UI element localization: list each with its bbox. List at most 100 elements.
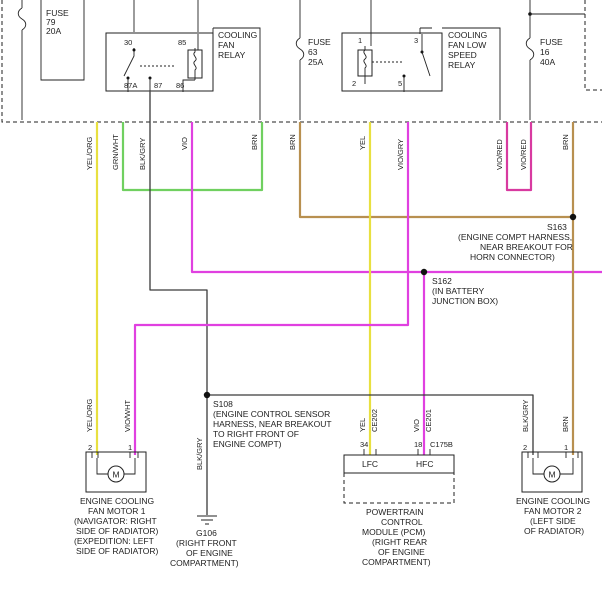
svg-text:COMPARTMENT): COMPARTMENT): [362, 557, 431, 567]
svg-text:OF ENGINE: OF ENGINE: [186, 548, 233, 558]
wire-blk-gry-s108: [207, 394, 534, 455]
wire-label-blk-gry: BLK/GRY: [138, 138, 147, 170]
motor1-pin-2: 2: [88, 443, 92, 452]
relay-pin-30: 30: [124, 38, 132, 47]
pcm-terminal-hfc: HFC: [416, 459, 433, 469]
svg-text:G106: G106: [196, 528, 217, 538]
svg-text:(NAVIGATOR: RIGHT: (NAVIGATOR: RIGHT: [74, 516, 157, 526]
splice-s162-label: S162 (IN BATTERY JUNCTION BOX): [432, 276, 498, 306]
wire-label-yel: YEL: [358, 136, 367, 150]
svg-text:ENGINE COOLING: ENGINE COOLING: [516, 496, 590, 506]
svg-text:(ENGINE COMPT HARNESS,: (ENGINE COMPT HARNESS,: [458, 232, 572, 242]
wire-brn-s163: [298, 122, 573, 219]
svg-text:(RIGHT REAR: (RIGHT REAR: [372, 537, 427, 547]
svg-text:M: M: [549, 470, 556, 480]
fuse-63-label: FUSE: [308, 37, 331, 47]
pcm-connector: C175B: [430, 440, 453, 449]
fuse-79: FUSE 79 20A: [17, 0, 85, 120]
splice-s108-dot: [203, 391, 211, 399]
relay-pin-87a: 87A: [124, 81, 137, 90]
svg-text:(LEFT SIDE: (LEFT SIDE: [530, 516, 576, 526]
junction-box-outline: [1, 0, 602, 123]
svg-text:FAN MOTOR 2: FAN MOTOR 2: [524, 506, 582, 516]
cooling-fan-relay: 30 85 87A 87 86 COOLING FAN RELAY: [105, 0, 261, 120]
svg-text:S162: S162: [432, 276, 452, 286]
wire-label-vio-red-2: VIO/RED: [519, 139, 528, 170]
motor1-symbol: [107, 465, 125, 483]
motor2-symbol: [543, 465, 561, 483]
svg-text:MODULE (PCM): MODULE (PCM): [362, 527, 425, 537]
svg-text:(RIGHT FRONT: (RIGHT FRONT: [176, 538, 237, 548]
svg-text:(ENGINE CONTROL SENSOR: (ENGINE CONTROL SENSOR: [213, 409, 330, 419]
fuse-16: FUSE 16 40A: [525, 0, 585, 120]
splice-s162-dot: [420, 268, 428, 276]
wire-label-vio: VIO: [180, 137, 189, 150]
svg-text:SIDE OF RADIATOR): SIDE OF RADIATOR): [76, 526, 159, 536]
lower-label-ce202: CE202: [370, 409, 379, 432]
pcm-pin-18: 18: [414, 440, 422, 449]
wires: [95, 92, 602, 515]
low-relay-pin-1: 1: [358, 36, 362, 45]
wire-label-brn-1: BRN: [250, 134, 259, 150]
svg-text:NEAR BREAKOUT FOR: NEAR BREAKOUT FOR: [480, 242, 573, 252]
pcm: 34 18 C175B LFC HFC POWERTRAIN CONTROL M…: [343, 440, 455, 567]
pcm-terminal-lfc: LFC: [362, 459, 378, 469]
splice-s163-label: S163 (ENGINE COMPT HARNESS, NEAR BREAKOU…: [458, 222, 573, 262]
svg-text:ENGINE COOLING: ENGINE COOLING: [80, 496, 154, 506]
wire-vio-red: [505, 122, 533, 192]
low-relay-pin-3: 3: [414, 36, 418, 45]
wire-label-grn-wht: GRN/WHT: [111, 134, 120, 170]
low-speed-relay-line-4: RELAY: [448, 60, 476, 70]
svg-text:(IN BATTERY: (IN BATTERY: [432, 286, 484, 296]
low-speed-relay-line-1: COOLING: [448, 30, 487, 40]
low-relay-pin-5: 5: [398, 79, 402, 88]
svg-text:CONTROL: CONTROL: [381, 517, 423, 527]
cooling-fan-relay-line-2: FAN: [218, 40, 235, 50]
svg-text:JUNCTION BOX): JUNCTION BOX): [432, 296, 498, 306]
lower-label-brn: BRN: [561, 416, 570, 432]
low-speed-relay-line-2: FAN LOW: [448, 40, 486, 50]
lower-label-yel: YEL: [358, 418, 367, 432]
fuse-16-label: FUSE: [540, 37, 563, 47]
lower-label-blk-gry-motor2: BLK/GRY: [521, 400, 530, 432]
wire-label-brn-3: BRN: [561, 134, 570, 150]
wire-label-vio-red-1: VIO/RED: [495, 139, 504, 170]
lower-label-vio: VIO: [412, 419, 421, 432]
motor2-pin-1: 1: [564, 443, 568, 452]
wire-label-brn-2: BRN: [288, 134, 297, 150]
svg-text:OF RADIATOR): OF RADIATOR): [524, 526, 584, 536]
lower-label-blk-gry-ground: BLK/GRY: [195, 438, 204, 470]
cooling-fan-relay-line-3: RELAY: [218, 50, 246, 60]
fuse-63-number: 63: [308, 47, 318, 57]
fuse-16-rating: 40A: [540, 57, 555, 67]
low-speed-relay-line-3: SPEED: [448, 50, 477, 60]
svg-text:FAN MOTOR 1: FAN MOTOR 1: [88, 506, 146, 516]
fuse-79-label: FUSE: [46, 8, 69, 18]
fuse-63: FUSE 63 25A: [295, 0, 331, 120]
svg-text:POWERTRAIN: POWERTRAIN: [366, 507, 423, 517]
svg-text:M: M: [113, 470, 120, 480]
relay-pin-86: 86: [176, 81, 184, 90]
svg-text:TO RIGHT FRONT OF: TO RIGHT FRONT OF: [213, 429, 299, 439]
lower-wire-labels: YEL/ORG VIO/WHT BLK/GRY YEL CE202 VIO CE…: [85, 398, 570, 470]
svg-text:S108: S108: [213, 399, 233, 409]
svg-text:S163: S163: [547, 222, 567, 232]
upper-wire-labels: YEL/ORG GRN/WHT BLK/GRY VIO BRN BRN YEL …: [85, 134, 570, 170]
pcm-pin-34: 34: [360, 440, 368, 449]
lower-label-vio-wht: VIO/WHT: [123, 400, 132, 432]
wire-label-yel-org: YEL/ORG: [85, 136, 94, 170]
low-speed-relay: 1 3 2 5 COOLING FAN LOW SPEED RELAY: [341, 0, 501, 120]
svg-text:(EXPEDITION: LEFT: (EXPEDITION: LEFT: [74, 536, 154, 546]
wire-label-vio-gry: VIO/GRY: [396, 139, 405, 170]
relay-pin-87: 87: [154, 81, 162, 90]
ground-g106: G106 (RIGHT FRONT OF ENGINE COMPARTMENT): [170, 515, 239, 568]
relay-pin-85: 85: [178, 38, 186, 47]
splice-s163-dot: [569, 213, 577, 221]
motor1-pin-1: 1: [128, 443, 132, 452]
motor2-pin-2: 2: [523, 443, 527, 452]
fan-motor-2: 2 1 M ENGINE COOLING FAN MOTOR 2 (LEFT S…: [516, 443, 590, 536]
wire-blk-gry-upper: [149, 92, 208, 395]
svg-text:SIDE OF RADIATOR): SIDE OF RADIATOR): [76, 546, 159, 556]
fuse-63-rating: 25A: [308, 57, 323, 67]
